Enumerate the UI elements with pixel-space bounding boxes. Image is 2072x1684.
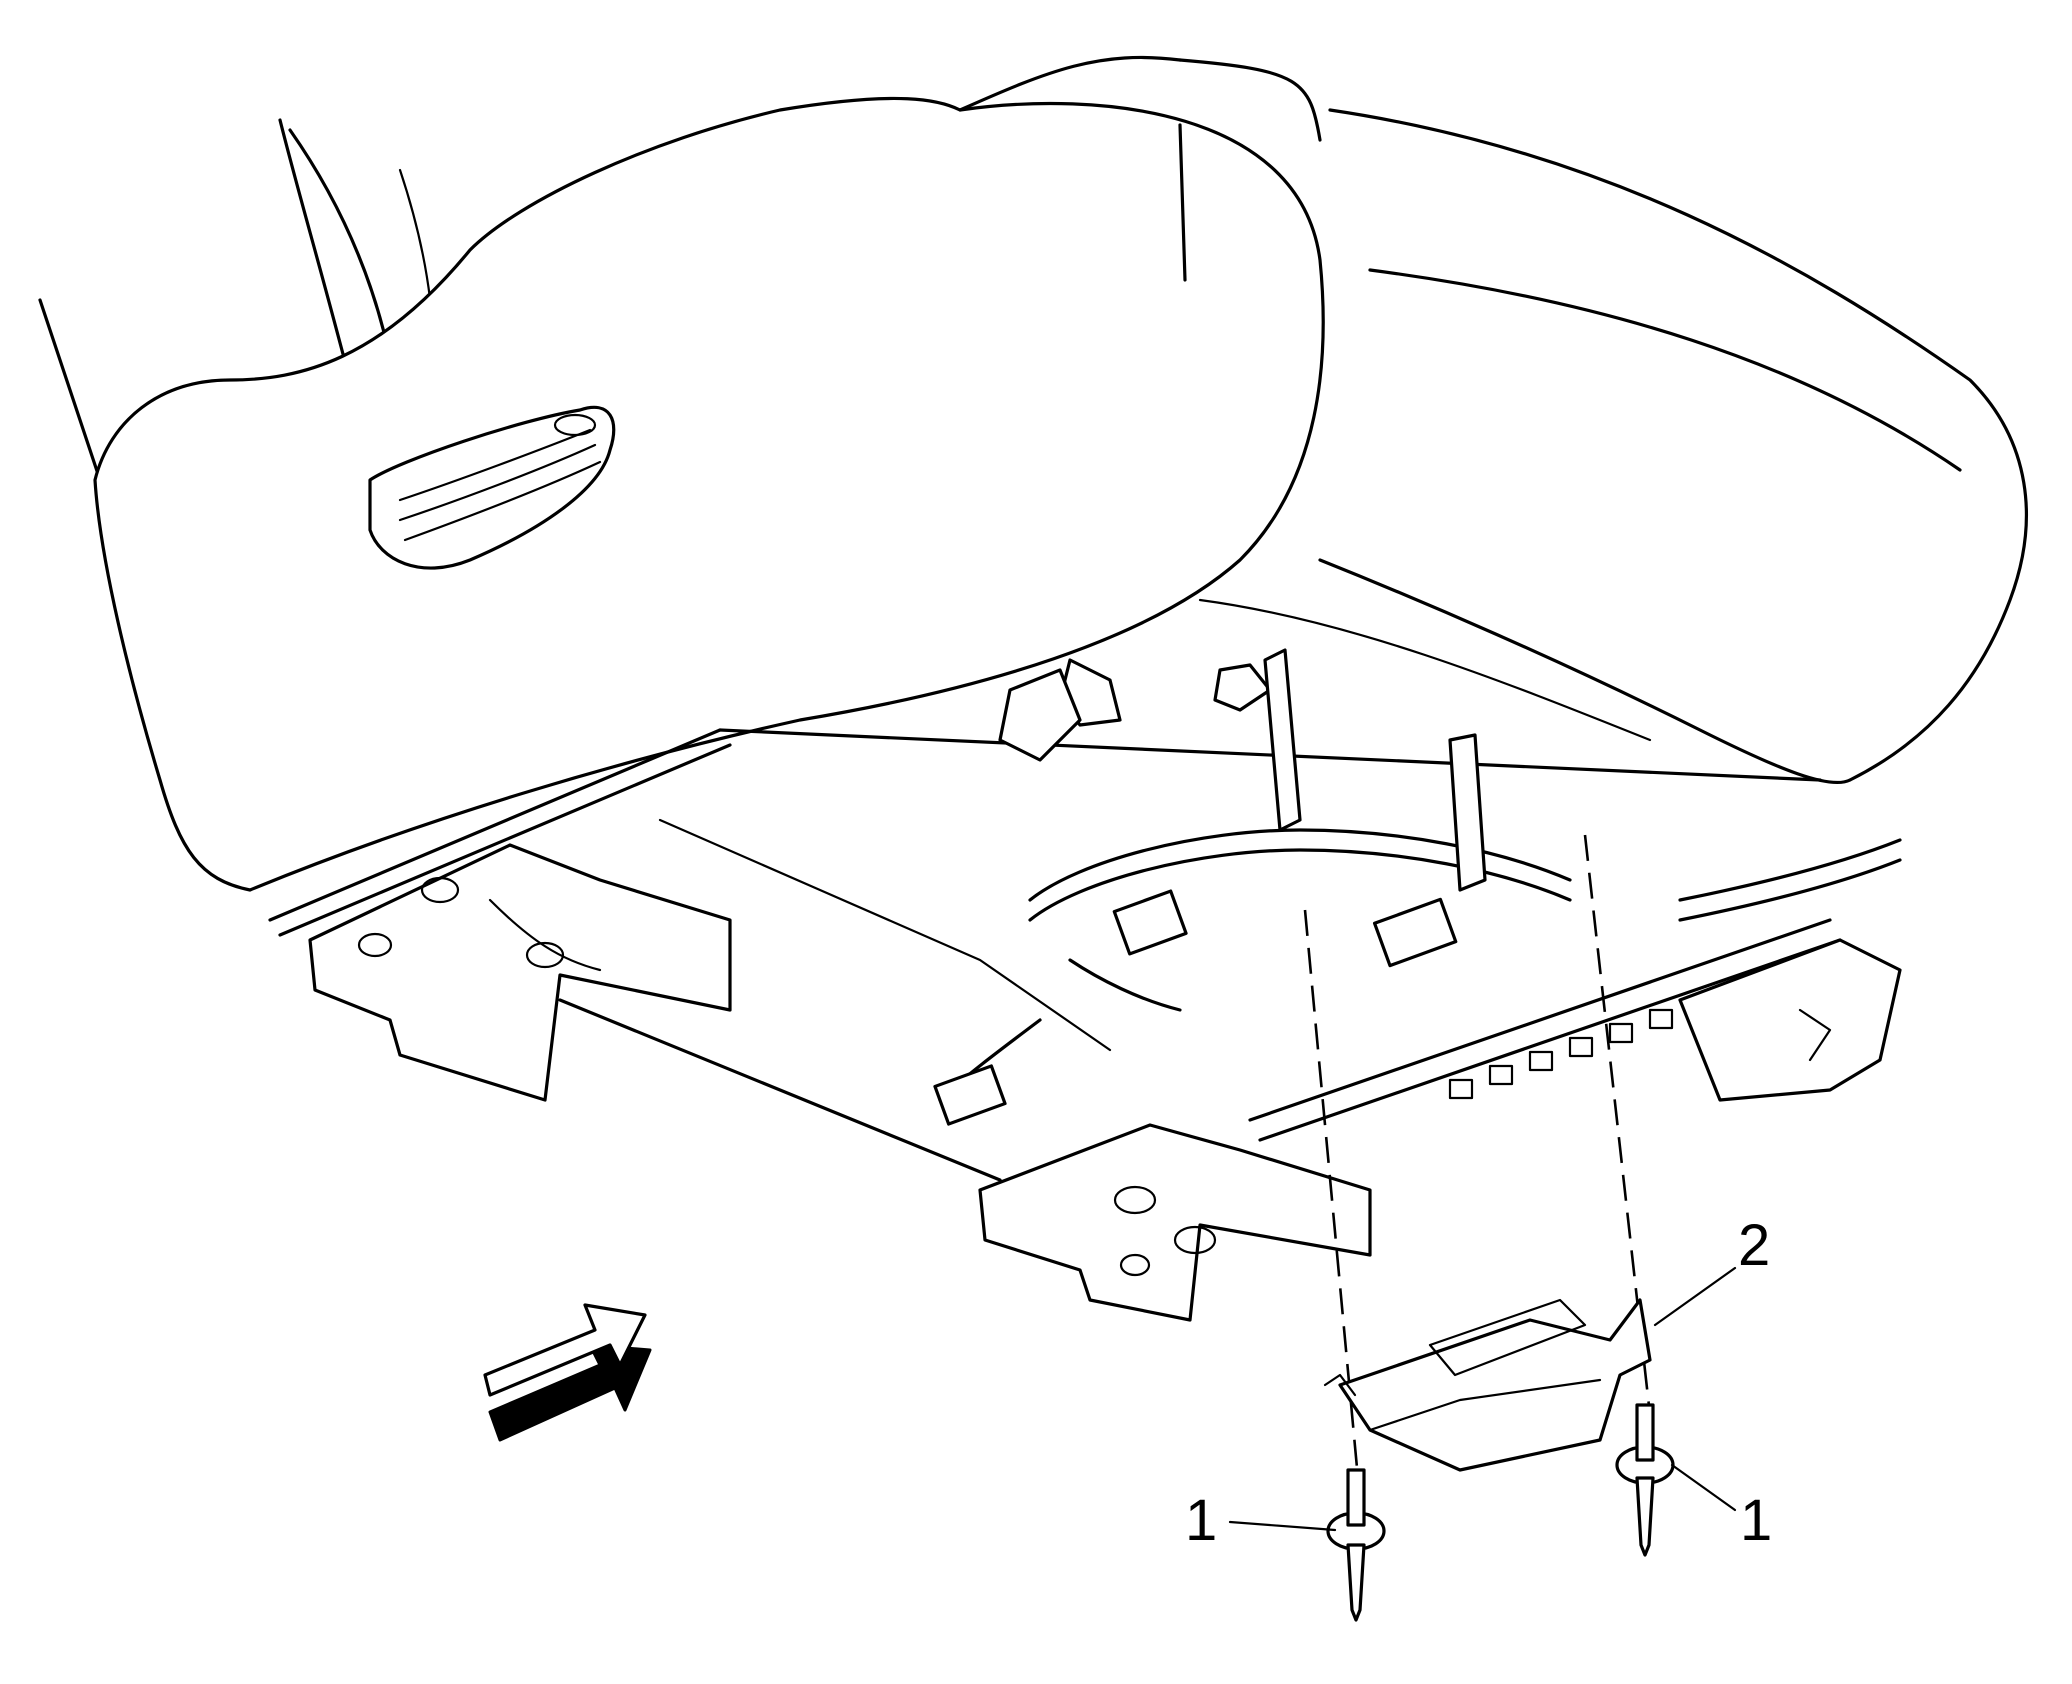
callout-leaders xyxy=(1228,1266,1737,1532)
seat-cover-part xyxy=(1323,1298,1652,1472)
callout-1-right: 1 xyxy=(1740,1488,1772,1553)
callout-2: 2 xyxy=(1738,1213,1770,1278)
right-bracket xyxy=(978,1123,1372,1322)
seat-cushion xyxy=(93,55,2028,892)
fastener-right-part xyxy=(1615,1403,1675,1557)
fastener-left-part xyxy=(1326,1468,1386,1622)
callout-1-left: 1 xyxy=(1185,1488,1217,1553)
front-direction-arrow-icon xyxy=(483,1303,652,1442)
adjuster-plates xyxy=(998,648,1902,1102)
alignment-lines xyxy=(1303,834,1652,1501)
wiring-harness xyxy=(933,658,1902,1126)
left-bracket xyxy=(308,843,732,1102)
